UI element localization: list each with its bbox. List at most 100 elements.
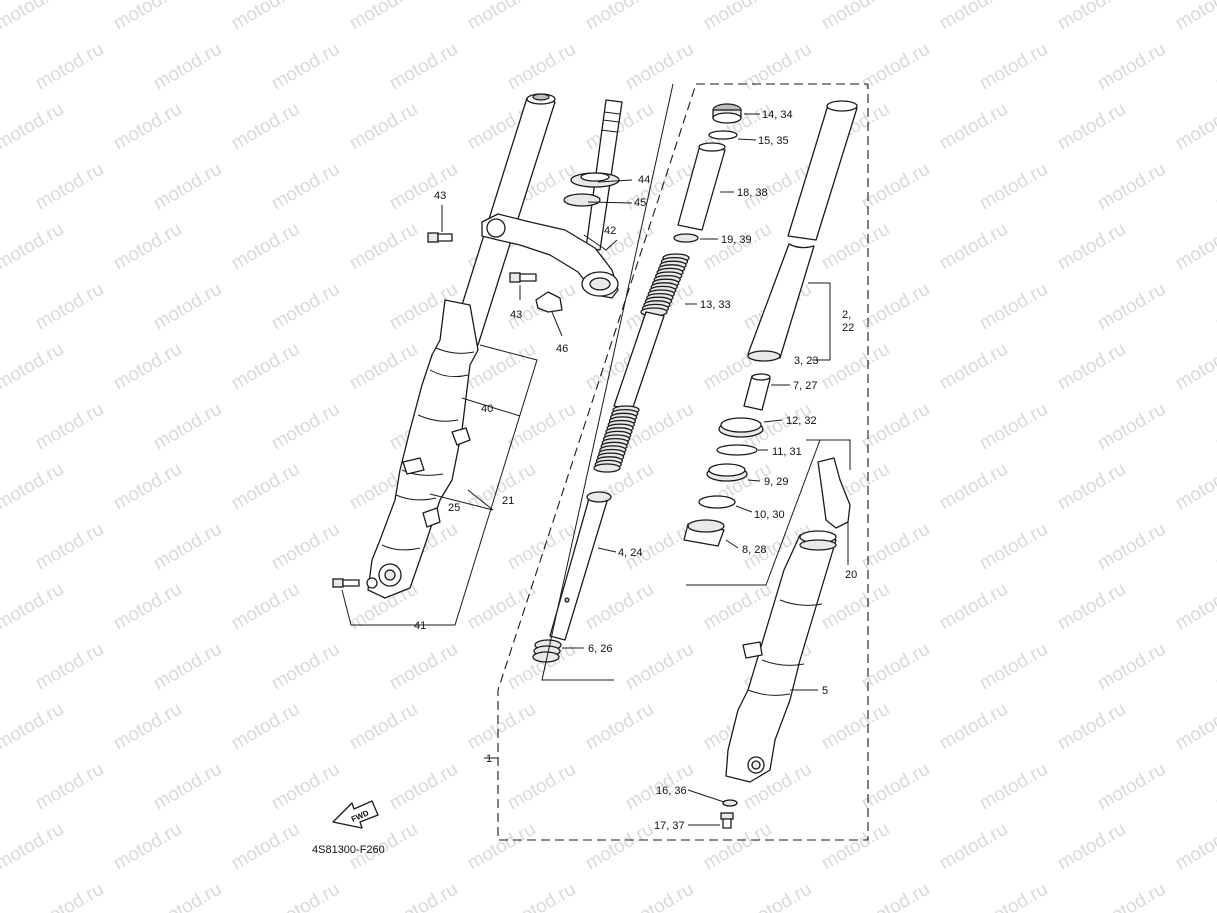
watermark-text: motod.ru <box>32 159 107 215</box>
label-6-26: 6, 26 <box>588 643 612 655</box>
bracket-left-clamp <box>486 218 506 238</box>
label-10-30: 10, 30 <box>754 509 785 521</box>
watermark-text: motod.ru <box>32 879 107 913</box>
bushing-7-top <box>751 373 771 381</box>
watermark-text: motod.ru <box>268 879 343 913</box>
watermark-text: motod.ru <box>1094 639 1169 695</box>
washer-16 <box>722 799 738 807</box>
watermark-text: motod.ru <box>976 639 1051 695</box>
watermark-text: motod.ru <box>268 39 343 95</box>
watermark-text: motod.ru <box>32 39 107 95</box>
spacer-18 <box>677 144 726 231</box>
watermark-text: motod.ru <box>346 99 421 155</box>
watermark-text: motod.ru <box>700 0 775 34</box>
watermark-text: motod.ru <box>0 219 67 275</box>
rod-hole <box>564 597 570 603</box>
watermark-text: motod.ru <box>110 579 185 635</box>
watermark-text: motod.ru <box>818 819 893 875</box>
label-25: 25 <box>448 502 460 514</box>
watermark-text: motod.ru <box>464 819 539 875</box>
watermark-text: motod.ru <box>818 339 893 395</box>
inner-tube-top <box>826 100 858 112</box>
watermark-text: motod.ru <box>0 99 67 155</box>
left-caliper-lug-lower <box>422 507 441 528</box>
outer-axle-hole <box>751 760 761 770</box>
watermark-text: motod.ru <box>936 0 1011 34</box>
watermark-text: motod.ru <box>1212 39 1217 95</box>
outer-slider-ring <box>799 539 837 551</box>
label-16-36: 16, 36 <box>656 785 687 797</box>
watermark-text: motod.ru <box>818 219 893 275</box>
watermark-text: motod.ru <box>150 639 225 695</box>
label-41: 41 <box>414 620 426 632</box>
watermark-text: motod.ru <box>268 759 343 815</box>
watermark-text: motod.ru <box>150 39 225 95</box>
label-15-35: 15, 35 <box>758 135 789 147</box>
watermark-text: motod.ru <box>700 219 775 275</box>
left-caliper-lug-mid <box>402 457 425 475</box>
callout-labels: 1 2, 22 3, 23 4, 24 5 6, 26 7, 27 8, 28 … <box>312 109 857 856</box>
watermark-text: motod.ru <box>976 879 1051 913</box>
watermark-text: motod.ru <box>1172 699 1217 755</box>
watermark-text: motod.ru <box>346 219 421 275</box>
dust-seal-12 <box>718 417 764 438</box>
watermark-text: motod.ru <box>504 879 579 913</box>
watermark-text: motod.ru <box>268 399 343 455</box>
watermark-text: motod.ru <box>1094 159 1169 215</box>
watermark-text: motod.ru <box>858 399 933 455</box>
label-12-32: 12, 32 <box>786 415 817 427</box>
watermark-text: motod.ru <box>228 819 303 875</box>
fwd-arrow-icon: FWD <box>332 800 379 829</box>
spring-coil <box>593 463 621 473</box>
watermark-text: motod.ru <box>346 339 421 395</box>
watermark-text: motod.ru <box>1054 819 1129 875</box>
label-13-33: 13, 33 <box>700 299 731 311</box>
watermark-text: motod.ru <box>32 399 107 455</box>
watermark-text: motod.ru <box>1212 279 1217 335</box>
watermark-text: motod.ru <box>936 219 1011 275</box>
right-fork-assembly <box>683 100 858 829</box>
label-43-upper: 43 <box>434 190 446 202</box>
bolt-17 <box>720 812 734 829</box>
middle-internals <box>484 83 869 841</box>
bushing-7 <box>743 375 771 411</box>
watermark-text: motod.ru <box>228 0 303 34</box>
left-drain-boss <box>366 577 378 589</box>
watermark-text: motod.ru <box>976 39 1051 95</box>
left-tube-top-bolt <box>532 93 550 101</box>
watermark-text: motod.ru <box>936 699 1011 755</box>
watermark-text: motod.ru <box>110 339 185 395</box>
watermark-text: motod.ru <box>228 699 303 755</box>
watermark-text: motod.ru <box>0 819 67 875</box>
watermark-text: motod.ru <box>818 699 893 755</box>
watermark-text: motod.ru <box>386 159 461 215</box>
watermark-text: motod.ru <box>1172 99 1217 155</box>
watermark-text: motod.ru <box>268 639 343 695</box>
label-4-24: 4, 24 <box>618 547 642 559</box>
watermark-text: motod.ru <box>1212 399 1217 455</box>
watermark-text: motod.ru <box>858 879 933 913</box>
label-46: 46 <box>556 343 568 355</box>
label-14-34: 14, 34 <box>762 109 793 121</box>
rebound-spring-6 <box>532 639 562 663</box>
watermark-text: motod.ru <box>150 399 225 455</box>
watermark-text: motod.ru <box>740 39 815 95</box>
dust-guard-20 <box>817 457 851 529</box>
left-lower-slider <box>367 299 479 599</box>
watermark-text: motod.ru <box>150 159 225 215</box>
watermark-text: motod.ru <box>150 279 225 335</box>
watermark-text: motod.ru <box>386 39 461 95</box>
spacer-18-top <box>698 142 726 152</box>
watermark-text: motod.ru <box>1172 819 1217 875</box>
watermark-text: motod.ru <box>386 759 461 815</box>
watermark-text: motod.ru <box>818 0 893 34</box>
left-fork-assembly <box>332 93 633 626</box>
bearing-45 <box>563 193 601 207</box>
washer-10 <box>698 495 736 509</box>
watermark-text: motod.ru <box>1054 699 1129 755</box>
watermark-text: motod.ru <box>0 579 67 635</box>
watermark-text: motod.ru <box>150 879 225 913</box>
watermark-text: motod.ru <box>32 759 107 815</box>
washer-19 <box>673 233 699 243</box>
label-43-lower: 43 <box>510 309 522 321</box>
